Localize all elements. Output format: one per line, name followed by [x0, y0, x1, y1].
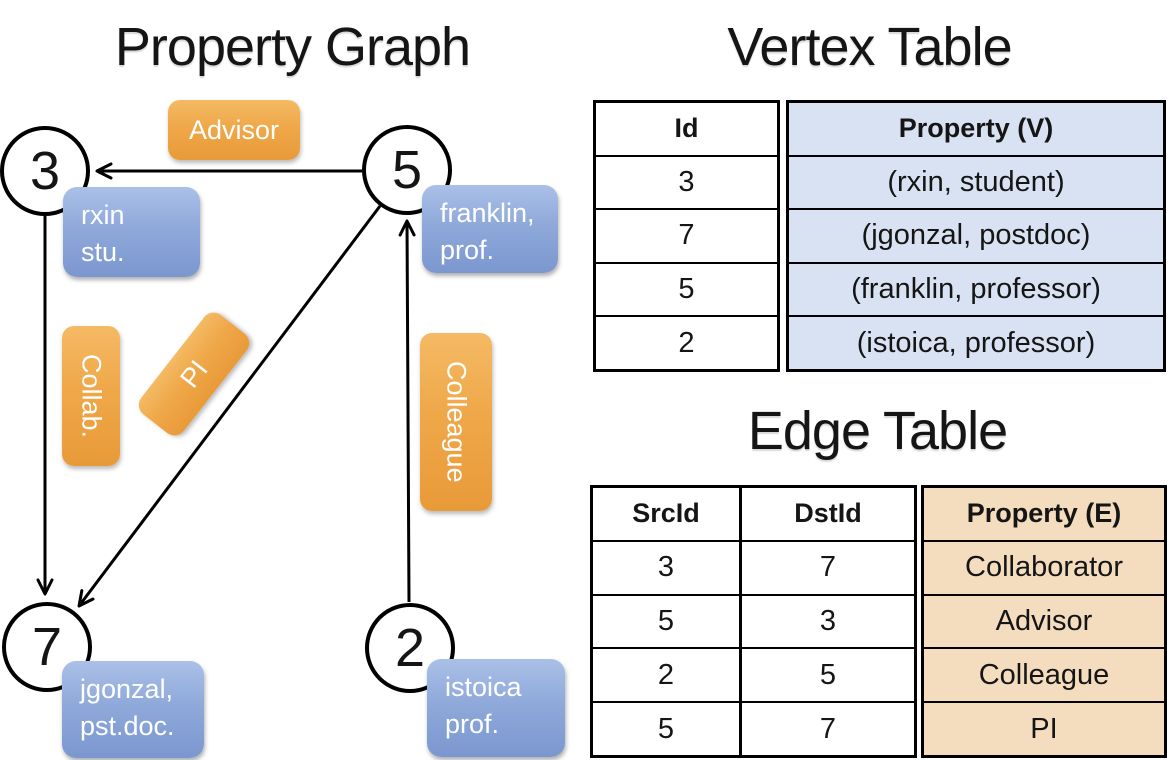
node-circle-5: 5 [362, 125, 452, 215]
edge-table-title: Edge Table [747, 401, 1008, 461]
node-id-label: 7 [31, 617, 63, 677]
property-line: rxin [81, 200, 125, 230]
property-line: prof. [445, 709, 500, 739]
table-cell: 2 [593, 649, 742, 702]
edge-table-header-property: Property (E) [924, 488, 1164, 542]
vertex-table-header-property: Property (V) [789, 103, 1163, 157]
graph-section-title: Property Graph [114, 17, 471, 77]
edge-table-id-columns: SrcId DstId 3 7 5 3 2 5 5 7 [590, 485, 917, 758]
property-line: pst.doc. [80, 711, 175, 741]
edge-2-to-5 [398, 219, 416, 603]
edge-label-collab: Collab. [62, 326, 120, 466]
node-property-box-3: rxin stu. [63, 187, 200, 277]
table-row: 2 [678, 326, 695, 359]
node-id-label: 3 [29, 141, 61, 201]
table-row: 3 [596, 157, 777, 211]
node-property-box-5: franklin, prof. [422, 185, 558, 273]
table-row: Collaborator [924, 542, 1164, 596]
table-row: (franklin, professor) [789, 264, 1163, 318]
property-line: stu. [81, 237, 125, 267]
property-line: istoica [445, 672, 522, 702]
table-row: 5 [596, 264, 777, 318]
property-line: franklin, [440, 198, 535, 228]
table-row: (rxin, student) [789, 157, 1163, 211]
table-row: (istoica, professor) [856, 326, 1096, 359]
table-row: Colleague [924, 649, 1164, 704]
edge-table-header-dstid: DstId [794, 498, 862, 529]
graph-edges [36, 162, 416, 608]
property-line: prof. [440, 235, 495, 265]
property-line: jgonzal, [80, 674, 174, 704]
node-circle-2: 2 [365, 603, 455, 693]
table-cell: 7 [819, 551, 837, 584]
table-row: 7 [596, 210, 777, 264]
node-property-box-2: istoica prof. [427, 659, 565, 757]
edge-5-to-7 [77, 205, 382, 608]
table-cell: 5 [593, 703, 742, 755]
vertex-table-header-id: Id [596, 103, 777, 157]
table-cell: 3 [593, 541, 742, 594]
vertex-table-title: Vertex Table [727, 17, 1012, 77]
node-id-label: 2 [394, 618, 426, 678]
table-cell: 7 [819, 712, 837, 745]
edge-table-header-srcid: SrcId [593, 488, 742, 540]
vertex-table-id-column: Id 3 7 5 2 [593, 100, 780, 372]
vertex-table-property-column: Property (V) (rxin, student) (jgonzal, p… [786, 100, 1166, 372]
edge-table-property-column: Property (E) Collaborator Advisor Collea… [921, 485, 1167, 758]
node-id-label: 5 [391, 140, 423, 200]
table-row: PI [1030, 712, 1058, 745]
table-row: Advisor [924, 596, 1164, 650]
table-cell: 5 [593, 595, 742, 648]
node-property-box-7: jgonzal, pst.doc. [62, 661, 204, 758]
table-cell: 3 [819, 604, 837, 637]
table-row: (jgonzal, postdoc) [789, 210, 1163, 264]
edge-label-advisor: Advisor [168, 100, 300, 160]
edge-label-colleague: Colleague [420, 333, 492, 511]
table-cell: 5 [819, 658, 837, 691]
